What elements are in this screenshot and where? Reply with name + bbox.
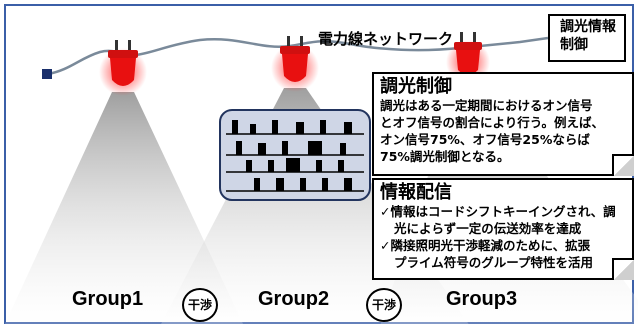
distribution-item-2-line-2: プライム符号のグループ特性を活用 xyxy=(394,255,594,270)
page-fold-icon xyxy=(612,154,634,176)
network-label: 電力線ネットワーク xyxy=(318,30,454,48)
dimming-info-tag-line2: 制御 xyxy=(560,37,588,53)
dimming-line-1: 調光はある一定期間におけるオン信号 xyxy=(380,98,593,113)
dimming-line-4: 75%調光制御となる。 xyxy=(380,149,510,164)
group-3-label: Group3 xyxy=(446,288,518,310)
dimming-waveform-panel xyxy=(219,109,371,201)
dimming-control-note: 調光制御 調光はある一定期間におけるオン信号 とオフ信号の割合により行う。例えば… xyxy=(372,72,634,176)
light-beam-1 xyxy=(4,92,244,326)
dimming-info-tag: 調光情報 制御 xyxy=(548,14,626,62)
distribution-item-1-line-2: 光によらず一定の伝送効率を達成 xyxy=(394,221,582,236)
dimming-line-2: とオフ信号の割合により行う。例えば、 xyxy=(380,115,605,130)
distribution-item-1-line-1: ✓情報はコードシフトキーイングされ、調 xyxy=(380,204,616,219)
group-2-label: Group2 xyxy=(258,288,330,310)
page-fold-icon xyxy=(612,258,634,280)
dimming-info-tag-line1: 調光情報 xyxy=(560,19,616,35)
dimming-control-title: 調光制御 xyxy=(380,76,452,97)
group-1-label: Group1 xyxy=(72,288,144,310)
interference-badge-1: 干渉 xyxy=(182,288,218,322)
dimming-line-3: オン信号75%、オフ信号25%ならば xyxy=(380,132,590,147)
info-distribution-title: 情報配信 xyxy=(380,182,452,203)
led-bulb-2 xyxy=(271,36,319,92)
led-bulb-1 xyxy=(99,40,147,96)
info-distribution-note: 情報配信 ✓情報はコードシフトキーイングされ、調 光によらず一定の伝送効率を達成… xyxy=(372,178,634,280)
interference-badge-2: 干渉 xyxy=(366,288,402,322)
network-terminal-square xyxy=(42,69,52,79)
distribution-item-2-line-1: ✓隣接照明光干渉軽減のために、拡張 xyxy=(380,238,591,253)
